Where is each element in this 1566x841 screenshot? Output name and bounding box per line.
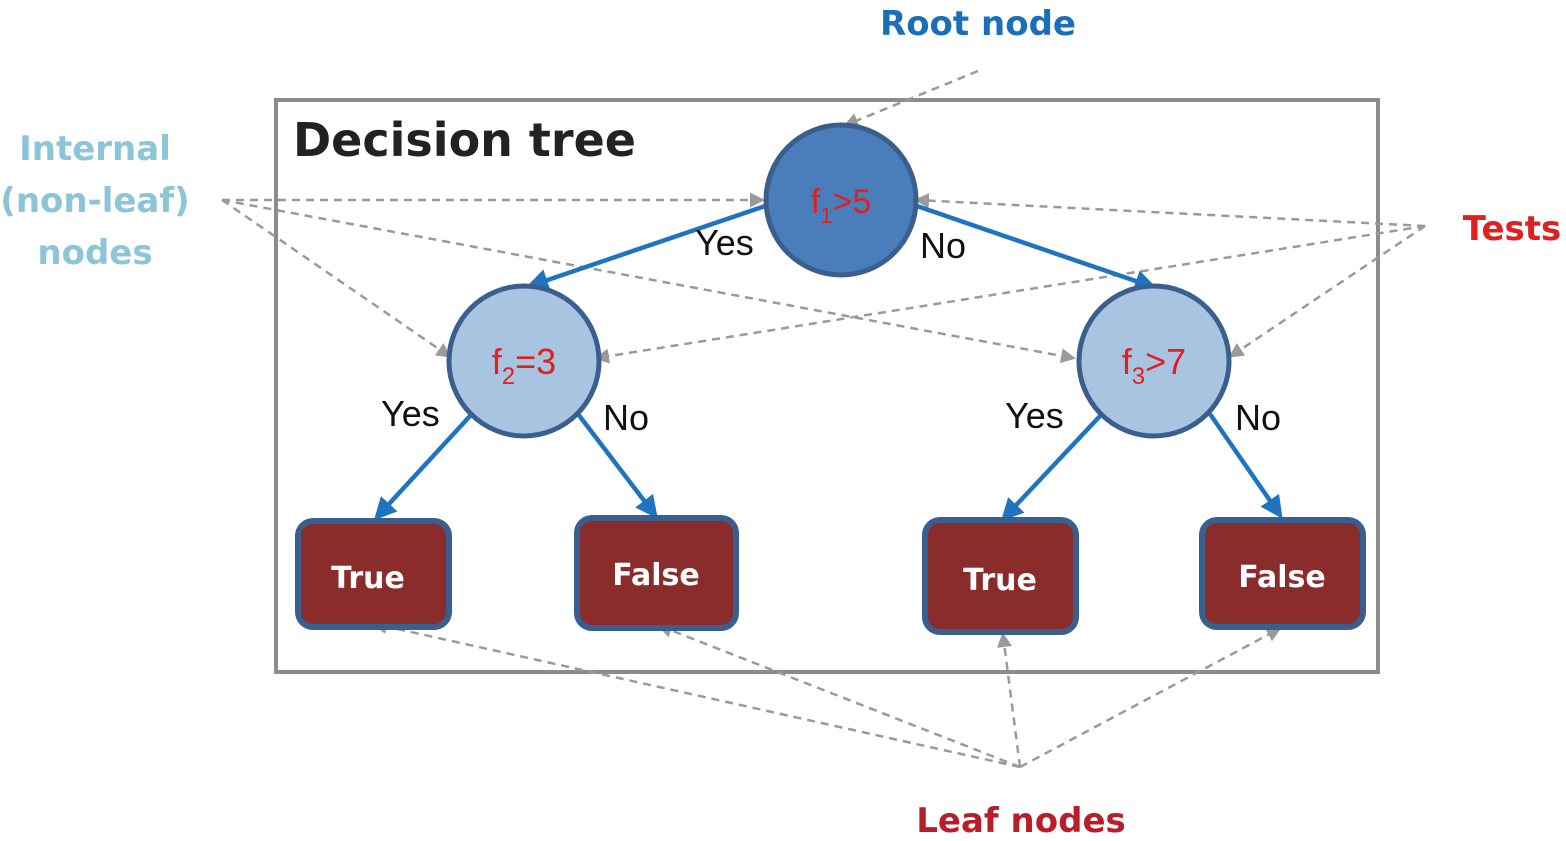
left-test: f2=3	[492, 341, 556, 390]
left-test-sub: 2	[502, 363, 515, 390]
branch-right-no: No	[1235, 397, 1281, 438]
branch-root-no: No	[920, 225, 966, 266]
leaves-to-leaf3-arrow	[997, 632, 1022, 768]
internal-label-line-2: (non-leaf)	[0, 181, 189, 221]
tests-to-root-arrow	[914, 193, 1426, 228]
internal-to-right-arrow	[221, 198, 1076, 364]
right-test-op: >7	[1145, 341, 1186, 382]
edge-root-right	[913, 202, 1158, 292]
branch-left-no: No	[603, 397, 649, 438]
tree-frame	[274, 98, 1380, 674]
leaf-nodes-label: Leaf nodes	[916, 801, 1126, 841]
root-test: f1>5	[811, 183, 871, 228]
root-annotation-arrow	[843, 69, 979, 128]
annotation-arrows	[221, 69, 1426, 769]
branch-labels: Yes No Yes No Yes No	[381, 222, 1281, 438]
right-test-var: f	[1122, 341, 1133, 382]
edge-right-leaf4	[1208, 412, 1283, 519]
internal-label-line-3: nodes	[37, 233, 152, 273]
leaves-to-leaf1-arrow	[372, 619, 1021, 769]
branch-right-yes: Yes	[1005, 395, 1064, 436]
root-node: f1>5	[763, 122, 919, 278]
edge-left-leaf1	[373, 414, 472, 521]
leaf-label-3: True	[963, 563, 1037, 598]
right-test: f3>7	[1122, 341, 1186, 390]
leaf-label-2: False	[612, 558, 699, 593]
edge-root-left	[525, 202, 769, 291]
branch-left-yes: Yes	[381, 393, 440, 434]
left-test-var: f	[492, 341, 503, 382]
tests-to-right-arrow	[1228, 224, 1426, 358]
leaf-node-4: False	[1199, 517, 1366, 630]
leaf-node-1: True	[295, 518, 452, 630]
tests-label: Tests	[1463, 209, 1561, 249]
leaf-nodes: True False True False	[295, 515, 1366, 635]
left-test-op: =3	[515, 341, 556, 382]
right-test-sub: 3	[1132, 363, 1145, 390]
root-test-var: f	[811, 183, 821, 221]
internal-nodes-label: Internal (non-leaf) nodes	[0, 129, 189, 273]
leaves-to-leaf4-arrow	[1019, 627, 1282, 769]
tree-title: Decision tree	[293, 113, 636, 167]
edge-left-leaf2	[576, 412, 658, 519]
root-node-label: Root node	[880, 4, 1076, 44]
internal-node-right: f3>7	[1076, 283, 1232, 439]
branch-root-yes: Yes	[695, 222, 754, 263]
leaf-label-4: False	[1238, 560, 1325, 595]
root-test-sub: 1	[820, 203, 832, 228]
internal-label-line-1: Internal	[19, 129, 171, 169]
leaf-node-3: True	[922, 517, 1079, 635]
leaves-to-leaf2-arrow	[657, 623, 1021, 769]
internal-node-left: f2=3	[446, 283, 602, 439]
root-test-op: >5	[832, 183, 871, 221]
internal-to-left-arrow	[221, 198, 452, 358]
edge-right-leaf3	[1000, 414, 1102, 522]
leaf-label-1: True	[331, 561, 405, 596]
tree-edges	[373, 202, 1283, 522]
leaf-node-2: False	[574, 515, 739, 631]
